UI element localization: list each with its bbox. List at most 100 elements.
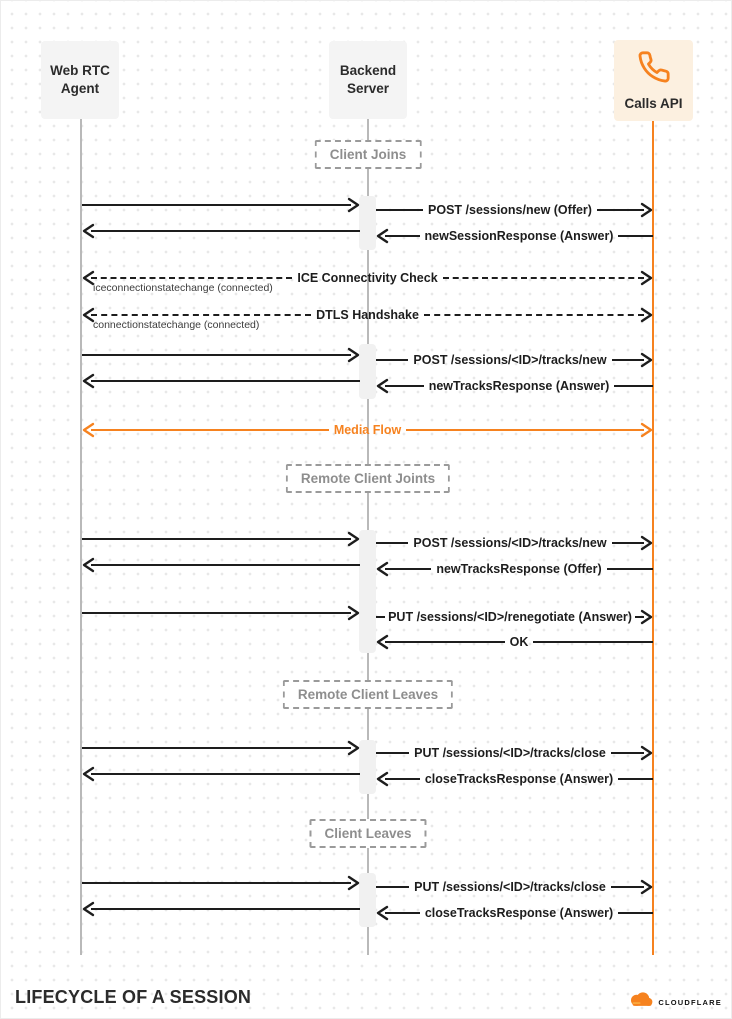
arrow-backend-to-webrtc xyxy=(82,373,360,389)
message-label: PUT /sessions/<ID>/tracks/close xyxy=(414,880,606,894)
arrow-backend-to-webrtc xyxy=(82,766,360,782)
actor-label: Web RTC xyxy=(50,62,110,78)
msg-new-session-response: newSessionResponse (Answer) xyxy=(376,228,654,244)
phase-client-leaves: Client Leaves xyxy=(309,819,427,848)
activation-bar xyxy=(359,344,376,399)
msg-put-tracks-close-2: PUT /sessions/<ID>/tracks/close xyxy=(376,879,653,895)
arrowhead-right-icon xyxy=(640,270,653,286)
msg-put-tracks-close-1: PUT /sessions/<ID>/tracks/close xyxy=(376,745,653,761)
arrowhead-right-icon xyxy=(640,745,653,761)
arrow-backend-to-webrtc xyxy=(82,901,360,917)
dashed-line xyxy=(91,277,293,279)
phase-label: Client Leaves xyxy=(324,826,412,841)
phase-remote-client-joins: Remote Client Joints xyxy=(285,464,451,493)
message-label: newTracksResponse (Answer) xyxy=(428,379,610,393)
arrow-webrtc-to-backend xyxy=(82,347,360,363)
arrowhead-right-icon xyxy=(640,307,653,323)
arrowhead-left-icon xyxy=(82,307,95,323)
arrow-line xyxy=(634,616,645,618)
cloudflare-brand: CLOUDFLARE xyxy=(627,991,722,1013)
message-label: PUT /sessions/<ID>/tracks/close xyxy=(414,746,606,760)
arrow-line xyxy=(385,568,432,570)
arrowhead-right-icon xyxy=(347,531,360,547)
arrow-line xyxy=(376,752,410,754)
dashed-line xyxy=(442,277,645,279)
arrow-line xyxy=(82,204,351,206)
arrowhead-left-icon xyxy=(376,561,389,577)
arrow-line xyxy=(606,568,653,570)
actor-label: Agent xyxy=(60,81,100,96)
arrow-line xyxy=(91,564,360,566)
arrow-backend-to-webrtc xyxy=(82,557,360,573)
arrowhead-left-icon xyxy=(376,771,389,787)
message-label: PUT /sessions/<ID>/renegotiate (Answer) xyxy=(388,610,632,624)
arrowhead-left-icon xyxy=(82,373,95,389)
arrow-line xyxy=(91,230,360,232)
arrow-line xyxy=(611,542,644,544)
arrow-webrtc-to-backend xyxy=(82,197,360,213)
msg-close-tracks-response-1: closeTracksResponse (Answer) xyxy=(376,771,653,787)
arrowhead-right-icon xyxy=(640,202,653,218)
msg-ok: OK xyxy=(376,634,653,650)
arrowhead-left-icon xyxy=(82,223,95,239)
arrowhead-right-icon xyxy=(640,609,653,625)
message-label: closeTracksResponse (Answer) xyxy=(424,772,614,786)
arrowhead-left-icon xyxy=(82,766,95,782)
cloudflare-logo-icon xyxy=(627,991,654,1013)
arrowhead-left-icon xyxy=(376,228,389,244)
arrowhead-right-icon xyxy=(347,347,360,363)
arrowhead-right-icon xyxy=(640,535,653,551)
arrow-line xyxy=(376,542,409,544)
arrowhead-right-icon xyxy=(347,197,360,213)
arrow-line xyxy=(618,912,653,914)
arrow-line xyxy=(82,538,351,540)
dashed-line xyxy=(423,314,644,316)
ice-event-note: iceconnectionstatechange (connected) xyxy=(93,282,273,294)
arrow-line xyxy=(91,773,360,775)
arrowhead-left-icon xyxy=(82,901,95,917)
arrow-line xyxy=(385,912,420,914)
msg-put-renegotiate: PUT /sessions/<ID>/renegotiate (Answer) xyxy=(376,609,653,625)
arrow-line xyxy=(376,886,410,888)
message-label: DTLS Handshake xyxy=(316,308,419,322)
msg-post-sessions-new: POST /sessions/new (Offer) xyxy=(376,202,653,218)
phase-label: Remote Client Leaves xyxy=(297,687,439,702)
arrow-line xyxy=(614,385,653,387)
arrow-line xyxy=(82,354,351,356)
activation-bar xyxy=(359,196,376,250)
arrow-line xyxy=(376,616,386,618)
arrowhead-right-icon xyxy=(640,422,653,438)
msg-new-tracks-offer: newTracksResponse (Offer) xyxy=(376,561,653,577)
msg-media-flow: Media Flow xyxy=(82,422,653,438)
arrow-line xyxy=(385,235,420,237)
dashed-line xyxy=(91,314,312,316)
dtls-event-note: connectionstatechange (connected) xyxy=(93,319,260,331)
msg-post-tracks-new-1: POST /sessions/<ID>/tracks/new xyxy=(376,352,653,368)
arrow-line xyxy=(618,235,654,237)
activation-bar xyxy=(359,873,376,927)
arrowhead-left-icon xyxy=(376,905,389,921)
activation-bar xyxy=(359,740,376,794)
actor-calls-api: Calls API xyxy=(614,40,693,121)
message-label: closeTracksResponse (Answer) xyxy=(424,906,614,920)
arrow-webrtc-to-backend xyxy=(82,531,360,547)
arrow-webrtc-to-backend xyxy=(82,740,360,756)
arrowhead-right-icon xyxy=(347,740,360,756)
arrowhead-right-icon xyxy=(347,875,360,891)
phase-label: Client Joins xyxy=(329,147,407,162)
arrow-line xyxy=(82,882,351,884)
lifeline-calls-api xyxy=(652,119,654,955)
arrow-line xyxy=(610,752,644,754)
message-label: ICE Connectivity Check xyxy=(297,271,438,285)
arrow-line xyxy=(385,641,505,643)
arrow-line xyxy=(596,209,644,211)
phone-icon xyxy=(637,50,671,89)
actor-backend-server: Backend Server xyxy=(329,41,407,119)
arrow-line xyxy=(611,359,644,361)
message-label: POST /sessions/<ID>/tracks/new xyxy=(413,536,607,550)
arrowhead-left-icon xyxy=(82,557,95,573)
arrow-backend-to-webrtc xyxy=(82,223,360,239)
message-label: newTracksResponse (Offer) xyxy=(436,562,602,576)
diagram-title: LIFECYCLE OF A SESSION xyxy=(15,987,252,1007)
